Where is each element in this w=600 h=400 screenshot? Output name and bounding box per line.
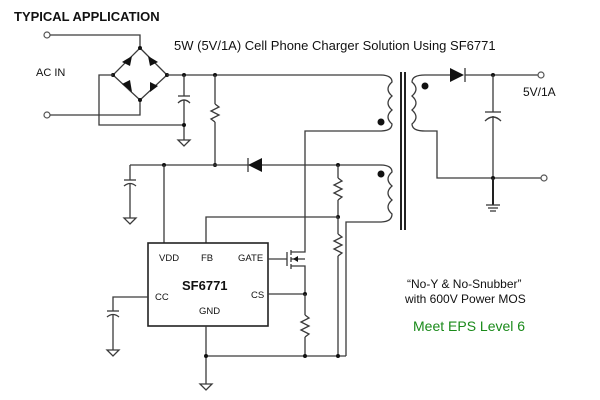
- pin-label-gnd: GND: [199, 306, 221, 317]
- output-terminal-positive: [537, 71, 545, 79]
- pin-label-cc: CC: [155, 292, 169, 303]
- ac-input-label: AC IN: [36, 67, 66, 79]
- page-heading: TYPICAL APPLICATION: [14, 9, 160, 24]
- vdd-diode-icon: [248, 158, 262, 172]
- vdd-rail: [122, 158, 340, 243]
- eps-highlight: Meet EPS Level 6: [413, 318, 526, 334]
- diode-icon: [122, 56, 132, 66]
- ground-icon: [198, 383, 214, 391]
- ground-icon: [105, 349, 121, 357]
- startup-resistor: [209, 75, 221, 167]
- output-diode-icon: [450, 68, 464, 82]
- controller-name: SF6771: [182, 278, 228, 293]
- ground-rail: [198, 326, 346, 391]
- controller-ic: [147, 242, 269, 327]
- ground-icon: [122, 217, 138, 225]
- feature-note-2: with 600V Power MOS: [405, 292, 526, 306]
- output-label: 5V/1A: [523, 85, 556, 99]
- pin-label-vdd: VDD: [159, 253, 180, 264]
- sense-resistor: [268, 292, 311, 356]
- diode-icon: [148, 56, 158, 66]
- ac-terminal-bottom: [43, 111, 51, 119]
- mosfet-icon: [268, 248, 306, 294]
- feedback-divider: [205, 165, 344, 356]
- ac-terminal-top: [43, 31, 51, 39]
- diagram-title: 5W (5V/1A) Cell Phone Charger Solution U…: [174, 38, 496, 53]
- primary-winding: [304, 74, 393, 248]
- ground-icon: [176, 139, 192, 147]
- bulk-capacitor: [176, 75, 192, 147]
- bridge-rectifier: [98, 46, 184, 126]
- ac-input: [43, 31, 141, 119]
- secondary-winding: [411, 68, 548, 212]
- output-terminal-negative: [540, 174, 548, 182]
- feature-note-1: “No-Y & No-Snubber”: [407, 277, 522, 291]
- pin-label-gate: GATE: [238, 253, 264, 264]
- pin-label-fb: FB: [201, 253, 214, 264]
- diode-icon: [150, 82, 158, 92]
- diode-icon: [122, 80, 132, 92]
- aux-winding: [338, 164, 393, 356]
- cc-capacitor: [105, 296, 148, 357]
- pin-label-cs: CS: [251, 290, 265, 301]
